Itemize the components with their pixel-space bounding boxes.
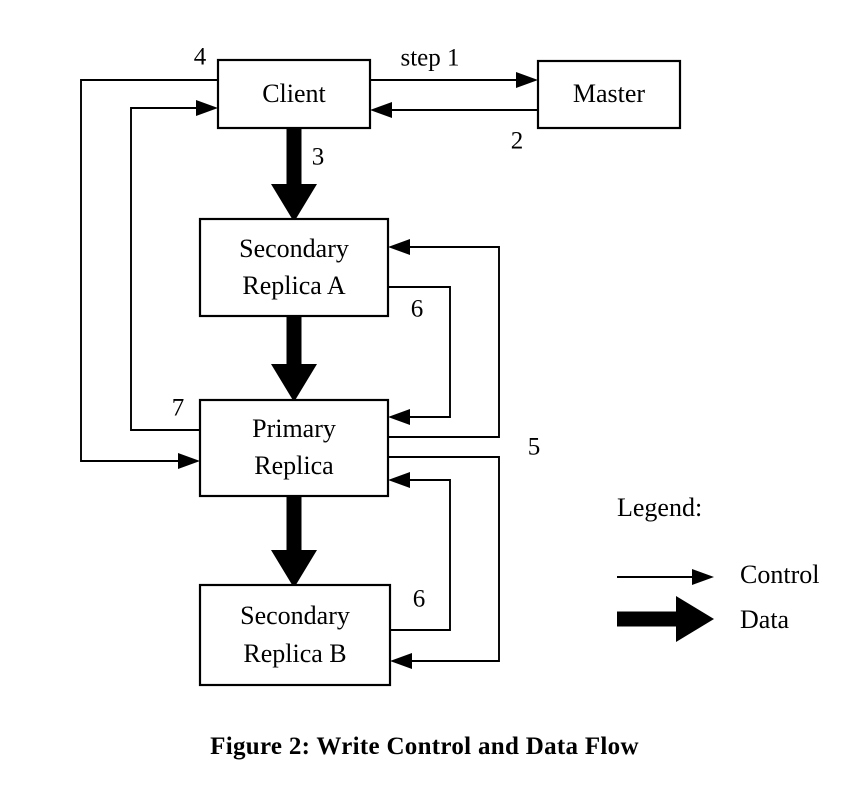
edge-step1: [370, 72, 538, 88]
node-secondary-replica-a-label-line2: Replica A: [242, 271, 345, 300]
node-secondary-replica-a-label-line1: Secondary: [239, 234, 349, 263]
node-master-label: Master: [573, 79, 646, 108]
edge-label-step4: 4: [194, 44, 207, 71]
edge-label-step6-upper: 6: [411, 296, 424, 323]
thin-arrowhead-icon: [692, 569, 714, 585]
edge-label-step3: 3: [312, 144, 325, 171]
legend: Legend: Control Data: [617, 493, 819, 642]
figure-caption: Figure 2: Write Control and Data Flow: [210, 733, 639, 760]
edge-label-step2: 2: [511, 128, 524, 155]
legend-control-label: Control: [740, 560, 819, 589]
node-secondary-replica-b-label-line1: Secondary: [240, 601, 350, 630]
node-primary-replica-label-line1: Primary: [252, 414, 336, 443]
node-client-label: Client: [262, 79, 326, 108]
node-primary-replica[interactable]: Primary Replica: [198, 398, 390, 498]
edge-step5-lower: [388, 456, 500, 669]
edge-data-primary-secb: [271, 496, 317, 588]
edge-label-step7: 7: [172, 395, 185, 422]
edge-step7: [130, 100, 218, 431]
legend-data-entry: Data: [617, 596, 790, 642]
node-secondary-replica-b[interactable]: Secondary Replica B: [198, 583, 392, 687]
edge-step4: [80, 79, 218, 469]
node-client[interactable]: Client: [216, 58, 372, 130]
edge-step6-lower: [388, 472, 451, 631]
legend-title: Legend:: [617, 493, 702, 522]
edge-step5-upper: [388, 239, 500, 438]
legend-data-label: Data: [740, 605, 790, 634]
edge-data-seca-primary: [271, 316, 317, 402]
edge-step6-upper: [388, 286, 451, 425]
edge-step3-data: [271, 128, 317, 222]
node-secondary-replica-a[interactable]: Secondary Replica A: [198, 217, 390, 318]
node-secondary-replica-b-label-line2: Replica B: [243, 639, 346, 668]
edge-label-step6-lower: 6: [413, 586, 426, 613]
node-primary-replica-label-line2: Replica: [254, 451, 334, 480]
edge-label-step1: step 1: [400, 45, 459, 72]
legend-control-entry: Control: [617, 560, 819, 589]
edge-step2: [370, 102, 538, 118]
node-master[interactable]: Master: [536, 59, 682, 130]
edge-label-step5: 5: [528, 434, 541, 461]
thick-arrowhead-icon: [676, 596, 714, 642]
